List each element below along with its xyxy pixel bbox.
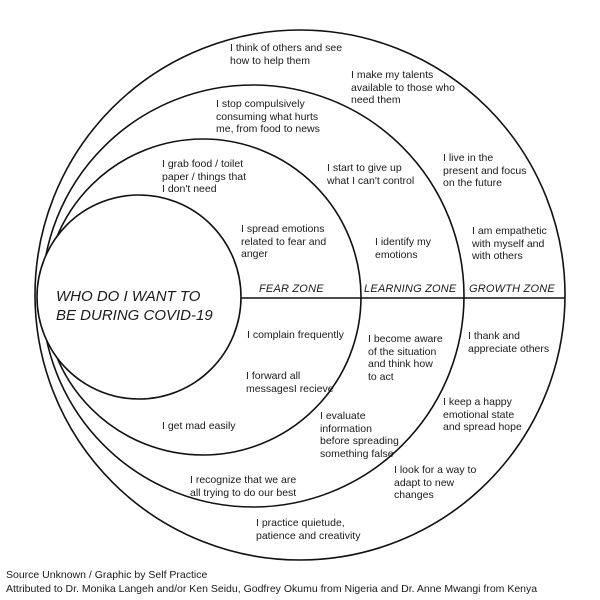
statement-stop-consuming: I stop compulsively consuming what hurts… <box>216 98 320 135</box>
learning-zone-label: LEARNING ZONE <box>364 283 457 295</box>
statement-grab-food: I grab food / toilet paper / things that… <box>162 158 247 195</box>
statement-spread-fear: I spread emotions related to fear and an… <box>241 223 327 260</box>
statement-identify-emotions: I identify my emotions <box>375 236 432 261</box>
statement-help-others: I think of others and see how to help th… <box>230 42 343 67</box>
center-circle <box>36 194 242 400</box>
fear-zone-label: FEAR ZONE <box>259 283 324 295</box>
statement-give-up-control: I start to give up what I can't control <box>327 162 415 187</box>
statement-recognize-best: I recognize that we are all trying to do… <box>190 474 297 499</box>
statement-become-aware: I become aware of the situation and thin… <box>368 333 443 383</box>
statement-complain: I complain frequently <box>247 329 344 341</box>
statement-get-mad: I get mad easily <box>162 420 236 432</box>
statement-adapt-changes: I look for a way to adapt to new changes <box>394 464 477 501</box>
growth-zone-ring <box>34 29 566 561</box>
statement-practice-quietude: I practice quietude, patience and creati… <box>256 517 361 542</box>
statement-evaluate-info: I evaluate information before spreading … <box>320 410 399 460</box>
footer-source: Source Unknown / Graphic by Self Practic… <box>6 569 208 581</box>
statement-forward-messages: I forward all messagesI recieve <box>246 370 334 395</box>
center-title: WHO DO I WANT TO BE DURING COVID-19 <box>56 288 213 324</box>
statement-thank-others: I thank and appreciate others <box>468 330 550 355</box>
statement-happy-state: I keep a happy emotional state and sprea… <box>443 396 522 433</box>
footer-attribution: Attributed to Dr. Monika Langeh and/or K… <box>6 583 538 595</box>
statement-empathetic: I am empathetic with myself and with oth… <box>472 225 547 262</box>
growth-zone-label: GROWTH ZONE <box>469 283 555 295</box>
statement-share-talents: I make my talents available to those who… <box>351 69 455 106</box>
statement-live-present: I live in the present and focus on the f… <box>443 152 527 189</box>
